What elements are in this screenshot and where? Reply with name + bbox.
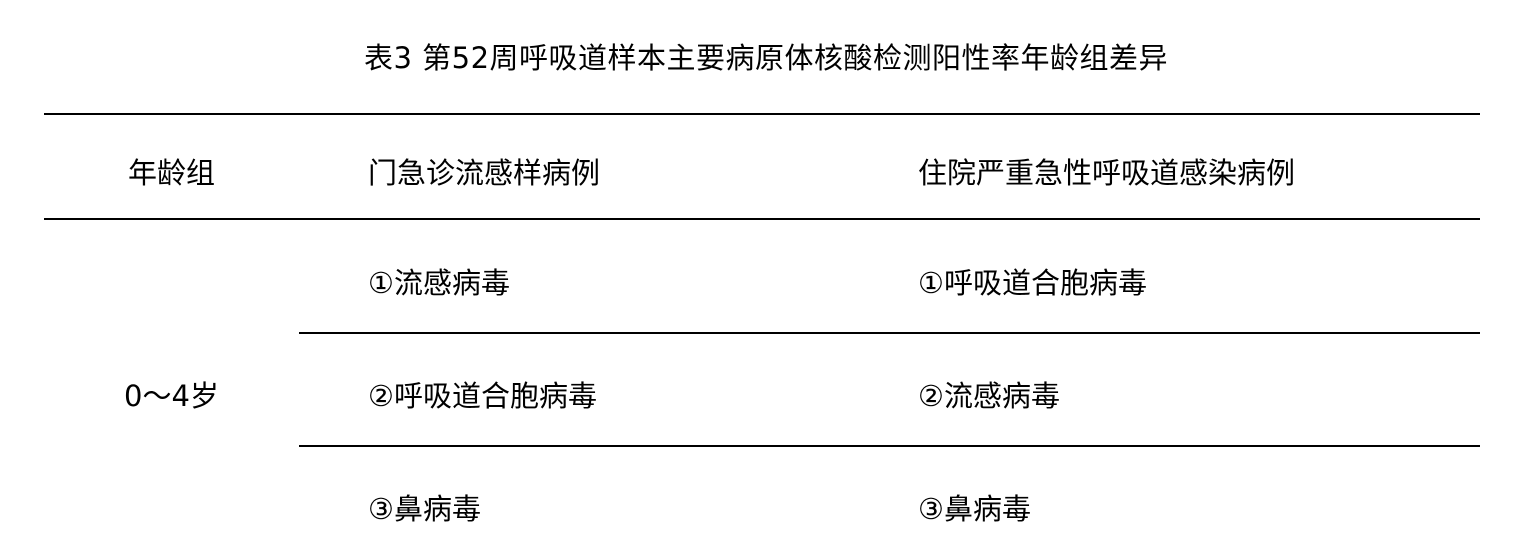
header-inpatient-sari: 住院严重急性呼吸道感染病例 (918, 156, 1296, 190)
table-cell-r3-inpatient: ③鼻病毒 (918, 492, 1031, 526)
header-age-group: 年龄组 (127, 156, 215, 190)
row-divider-2 (299, 445, 1480, 447)
header-rule (44, 218, 1480, 220)
top-rule (44, 113, 1480, 115)
table-cell-r1-outpatient: ①流感病毒 (368, 266, 510, 300)
header-outpatient-ili: 门急诊流感样病例 (368, 156, 601, 190)
table-cell-r1-inpatient: ①呼吸道合胞病毒 (918, 266, 1147, 300)
table-cell-r2-outpatient: ②呼吸道合胞病毒 (368, 379, 597, 413)
row-divider-1 (299, 332, 1480, 334)
table-cell-r2-inpatient: ②流感病毒 (918, 379, 1060, 413)
table-cell-r3-outpatient: ③鼻病毒 (368, 492, 481, 526)
age-group-cell: 0～4岁 (124, 379, 219, 413)
table-title: 表3 第52周呼吸道样本主要病原体核酸检测阳性率年龄组差异 (363, 41, 1169, 75)
